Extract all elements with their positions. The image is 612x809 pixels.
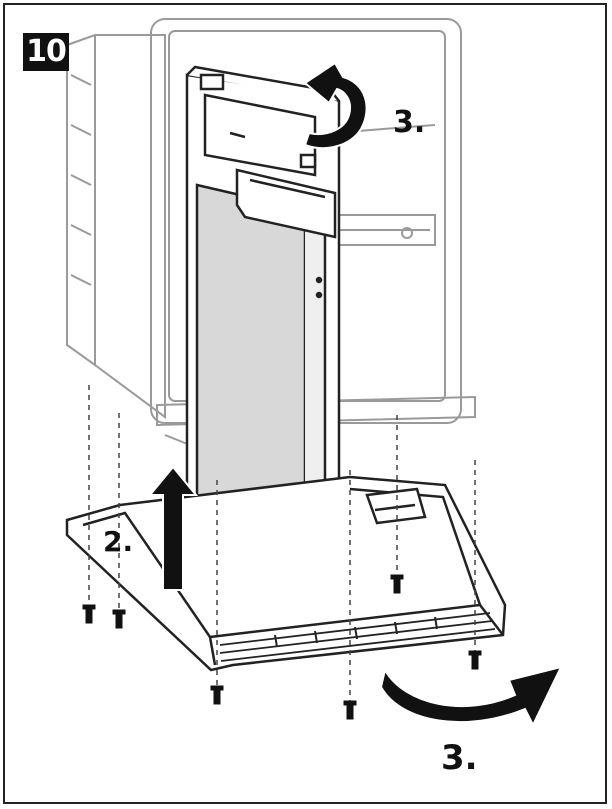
rotate-arrow-bottom-icon xyxy=(379,665,563,728)
lift-arrow-icon xyxy=(147,465,199,591)
step-label-rotate-bottom: 3. xyxy=(441,738,478,778)
diagram-frame: 10 3. 2. 3. xyxy=(3,3,607,804)
step-label-rotate-top: 3. xyxy=(393,105,426,140)
screws xyxy=(82,574,482,720)
base-frame xyxy=(65,475,507,672)
rotate-arrow-top-icon xyxy=(303,61,368,150)
screw-guide-lines xyxy=(88,385,476,710)
illustration xyxy=(65,18,563,728)
step-label-lift-door: 2. xyxy=(103,525,134,558)
fridge-door xyxy=(185,65,341,582)
step-number-badge: 10 xyxy=(23,33,69,71)
